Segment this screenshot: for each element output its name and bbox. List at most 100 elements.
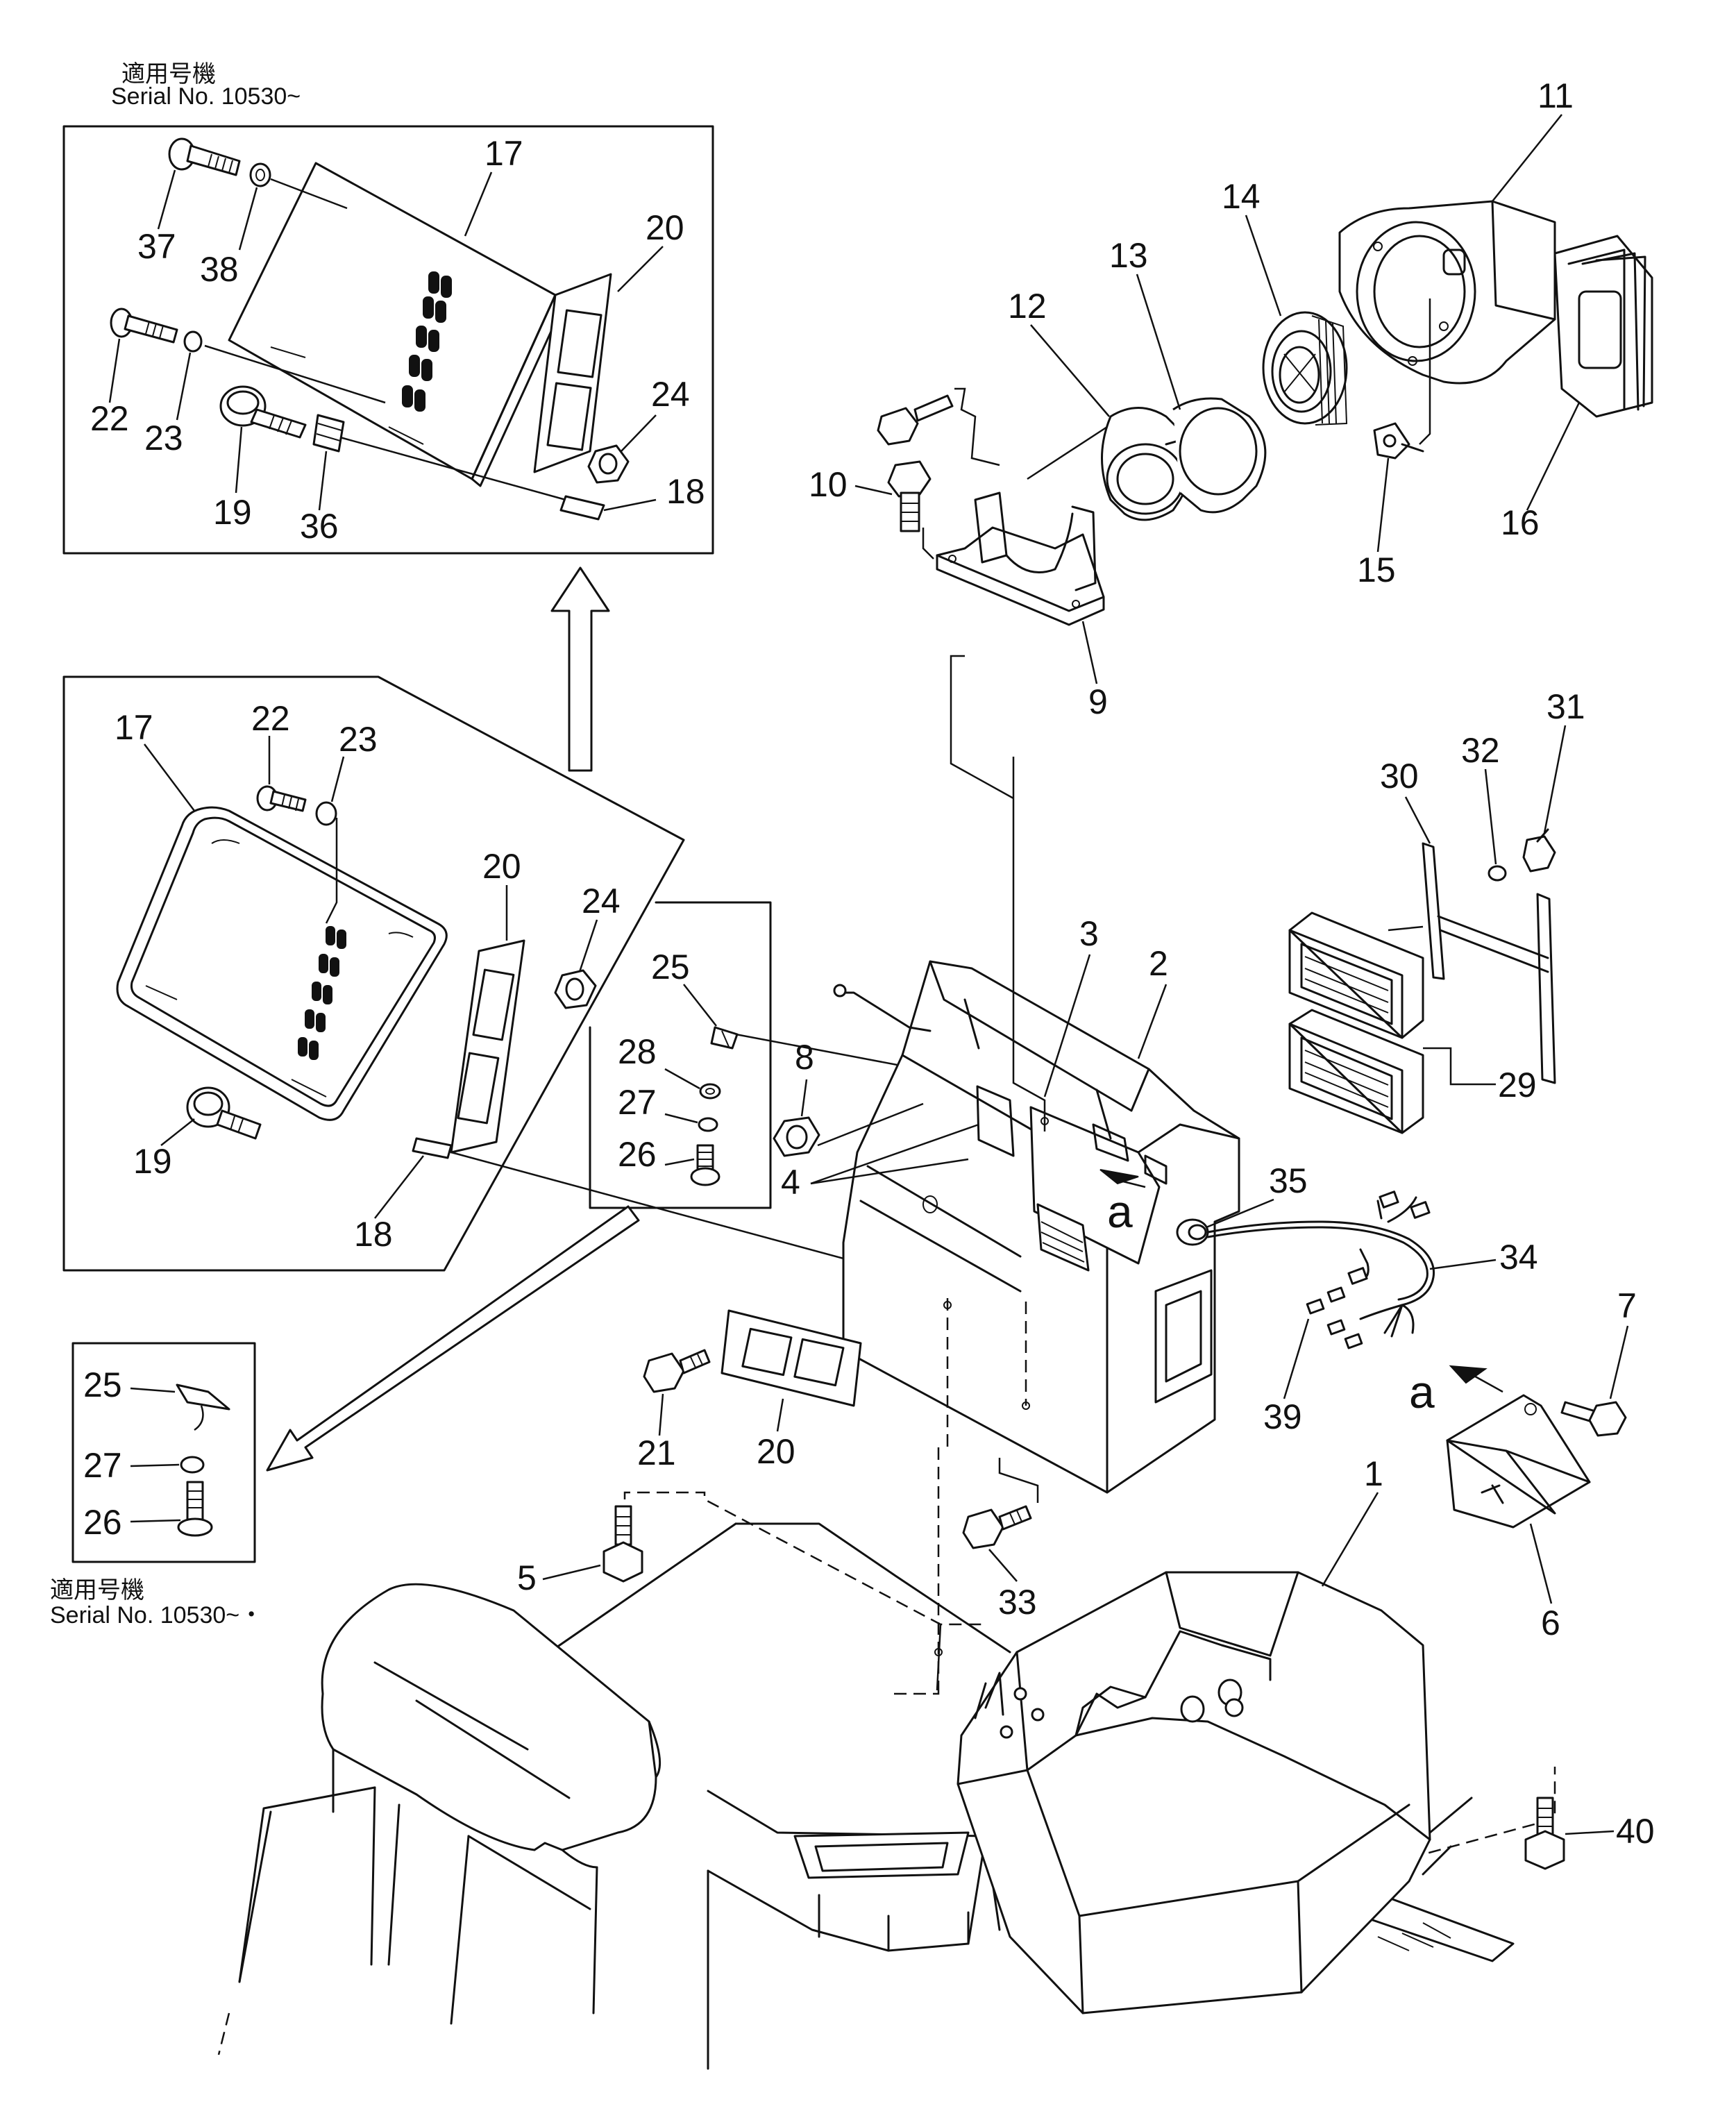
plate-13 bbox=[1173, 398, 1265, 512]
label-25-mid: 25 bbox=[651, 948, 690, 986]
label-36: 36 bbox=[300, 507, 339, 546]
label-13: 13 bbox=[1109, 236, 1148, 275]
label-32: 32 bbox=[1461, 731, 1500, 770]
label-3: 3 bbox=[1079, 914, 1099, 953]
console-knobs bbox=[1181, 1680, 1242, 1722]
bolt-5: 5 bbox=[517, 1492, 982, 1690]
bolt-10 bbox=[888, 462, 930, 531]
label-38: 38 bbox=[200, 250, 239, 289]
nut-8: 8 bbox=[774, 1038, 923, 1156]
bolt-33: 33 bbox=[963, 1458, 1038, 1622]
console-1: 1 bbox=[958, 1454, 1430, 2013]
serial-note-bottom-jp: 適用号機 bbox=[50, 1577, 144, 1604]
label-27-bottom: 27 bbox=[83, 1446, 122, 1485]
label-29: 29 bbox=[1498, 1066, 1537, 1104]
washer-23-top bbox=[185, 332, 201, 351]
bolt-7: 7 bbox=[1562, 1286, 1637, 1436]
label-35: 35 bbox=[1269, 1161, 1308, 1200]
clip-36 bbox=[314, 415, 344, 451]
label-20-mid: 20 bbox=[482, 847, 521, 886]
label-21: 21 bbox=[637, 1433, 676, 1472]
label-9: 9 bbox=[1088, 682, 1108, 721]
label-34: 34 bbox=[1499, 1238, 1538, 1277]
label-25-bottom: 25 bbox=[83, 1365, 122, 1404]
inset-fastener-mid: 25 28 27 26 bbox=[590, 902, 993, 1208]
label-2: 2 bbox=[1149, 944, 1168, 983]
harness-34: 35 34 39 bbox=[1177, 1161, 1538, 1436]
washer-38 bbox=[251, 164, 270, 186]
label-14: 14 bbox=[1222, 177, 1261, 216]
bolt-19-mid bbox=[187, 1088, 260, 1138]
washer-23-mid bbox=[317, 802, 336, 825]
label-23-top: 23 bbox=[144, 419, 183, 457]
label-28: 28 bbox=[618, 1032, 657, 1071]
label-1: 1 bbox=[1364, 1454, 1383, 1493]
label-7: 7 bbox=[1617, 1286, 1637, 1325]
label-10: 10 bbox=[809, 465, 848, 504]
arrow-letter-upper: a bbox=[1107, 1186, 1133, 1237]
bolt-22-top bbox=[111, 309, 177, 342]
label-19-top: 19 bbox=[213, 493, 252, 532]
arrow-letter-lower: a bbox=[1409, 1366, 1435, 1417]
label-20-top: 20 bbox=[646, 208, 684, 247]
serial-note-top-en: Serial No. 10530~ bbox=[111, 83, 301, 110]
label-40: 40 bbox=[1616, 1812, 1655, 1851]
bolt-37 bbox=[169, 139, 239, 175]
label-37: 37 bbox=[137, 227, 176, 266]
label-16: 16 bbox=[1501, 503, 1540, 542]
opening-window-large bbox=[1038, 1204, 1088, 1270]
nut-31 bbox=[1524, 830, 1555, 871]
inset-top-frame bbox=[64, 126, 713, 553]
housing-11 bbox=[1340, 201, 1555, 383]
label-6: 6 bbox=[1541, 1604, 1560, 1642]
label-26-bottom: 26 bbox=[83, 1503, 122, 1542]
washer-28 bbox=[700, 1084, 720, 1098]
bolt-40: 40 bbox=[1526, 1798, 1655, 1869]
label-33: 33 bbox=[998, 1583, 1037, 1622]
label-17-mid: 17 bbox=[115, 708, 153, 747]
bolt-19-top bbox=[221, 387, 305, 437]
label-30: 30 bbox=[1380, 757, 1419, 796]
label-11: 11 bbox=[1537, 76, 1574, 115]
clip-18-mid bbox=[413, 1138, 451, 1158]
clip-25-bottom bbox=[177, 1385, 229, 1409]
bolt-21: 21 bbox=[637, 1350, 709, 1472]
blower-assembly: 11 14 13 12 10 16 15 9 bbox=[809, 76, 1652, 721]
label-24-top: 24 bbox=[651, 375, 690, 414]
gasket-20-inset-top bbox=[534, 274, 611, 472]
panel-vents-top bbox=[403, 272, 451, 411]
label-18-top: 18 bbox=[666, 472, 705, 511]
inset-bottom-serial: 25 27 26 適用号機 Serial No. 10530~・ bbox=[50, 1343, 263, 1629]
inset-top-serial: 適用号機 Serial No. 10530~ bbox=[64, 61, 713, 553]
arrow-a-lower: a bbox=[1409, 1366, 1503, 1417]
clip-25-mid bbox=[711, 1027, 737, 1048]
label-22-mid: 22 bbox=[251, 699, 290, 738]
washer-27-bottom bbox=[181, 1457, 203, 1472]
inset-mid: 17 22 23 20 24 19 18 bbox=[64, 677, 1041, 1312]
bracket-30 bbox=[1423, 843, 1555, 1083]
box-6: 6 bbox=[1447, 1395, 1590, 1642]
washer-27-mid bbox=[699, 1118, 717, 1131]
filter-29-upper bbox=[1290, 913, 1423, 1038]
label-8: 8 bbox=[795, 1038, 814, 1077]
opening-side bbox=[1156, 1270, 1211, 1402]
bolt-10-upper bbox=[878, 396, 952, 444]
duct-16 bbox=[1555, 236, 1652, 417]
motor-12 bbox=[1102, 408, 1250, 520]
label-20-main: 20 bbox=[757, 1432, 795, 1471]
clip-18-top bbox=[561, 496, 604, 519]
label-12: 12 bbox=[1008, 287, 1047, 326]
label-23-mid: 23 bbox=[339, 720, 378, 759]
label-22-top: 22 bbox=[90, 399, 129, 438]
label-17-top: 17 bbox=[484, 134, 523, 173]
arrow-up-to-inset bbox=[552, 568, 609, 771]
label-39: 39 bbox=[1263, 1397, 1302, 1436]
label-4: 4 bbox=[781, 1163, 800, 1202]
bolt-22-mid bbox=[258, 786, 305, 811]
filter-29-lower bbox=[1290, 1010, 1423, 1133]
grommet-35 bbox=[1177, 1220, 1208, 1245]
washer-32 bbox=[1489, 866, 1506, 880]
screw-26-bottom bbox=[178, 1482, 212, 1536]
nut-24-mid bbox=[555, 970, 596, 1008]
